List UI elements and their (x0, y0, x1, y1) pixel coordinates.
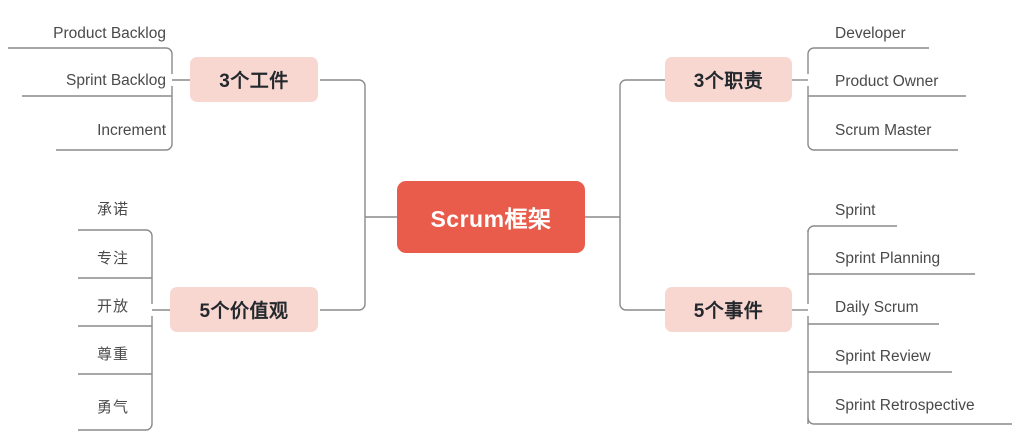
wire-artifacts-leaf-3 (56, 143, 173, 151)
leaf-commitment[interactable]: 承诺 (96, 201, 129, 218)
wire-center-right-top (619, 79, 665, 87)
leaf-developer[interactable]: Developer (835, 25, 906, 42)
wire-artifacts-leaf-1 (8, 47, 173, 55)
leaf-sprint-backlog[interactable]: Sprint Backlog (66, 72, 166, 89)
wire-roles-leaf-3 (807, 143, 958, 151)
wire-values-leaf-5 (78, 423, 153, 431)
leaf-product-owner[interactable]: Product Owner (835, 73, 939, 90)
leaf-sprint-review[interactable]: Sprint Review (835, 348, 931, 365)
leaf-respect[interactable]: 尊重 (96, 346, 129, 363)
leaf-openness[interactable]: 开放 (96, 298, 129, 315)
branch-node-events[interactable]: 5个事件 (665, 287, 792, 332)
wire-center-right-bottom (619, 303, 665, 311)
leaf-courage[interactable]: 勇气 (96, 399, 129, 416)
branch-node-values-label: 5个价值观 (199, 301, 289, 322)
leaf-sprint-retrospective[interactable]: Sprint Retrospective (835, 397, 975, 414)
leaf-product-backlog[interactable]: Product Backlog (53, 25, 166, 42)
leaf-daily-scrum[interactable]: Daily Scrum (835, 299, 919, 316)
branch-node-roles[interactable]: 3个职责 (665, 57, 792, 102)
branch-node-values[interactable]: 5个价值观 (170, 287, 318, 332)
wire-center-left-top (320, 79, 366, 87)
branch-node-artifacts[interactable]: 3个工件 (190, 57, 318, 102)
root-node-scrum-framework[interactable]: Scrum框架 (397, 181, 585, 253)
branch-node-events-label: 5个事件 (693, 301, 764, 322)
wire-roles-leaf-1 (807, 47, 929, 55)
wire-center-left-bottom (320, 303, 366, 311)
leaf-sprint[interactable]: Sprint (835, 202, 876, 219)
wire-events-leaf-1 (807, 225, 897, 233)
leaf-scrum-master[interactable]: Scrum Master (835, 122, 932, 139)
leaf-sprint-planning[interactable]: Sprint Planning (835, 250, 941, 267)
leaf-focus[interactable]: 专注 (96, 250, 129, 267)
wire-values-leaf-1 (78, 229, 153, 237)
branch-node-roles-label: 3个职责 (693, 71, 764, 92)
branch-node-artifacts-label: 3个工件 (219, 71, 289, 92)
wire-events-leaf-5 (807, 417, 1012, 425)
leaf-increment[interactable]: Increment (97, 122, 166, 139)
root-node-label: Scrum框架 (430, 206, 552, 232)
